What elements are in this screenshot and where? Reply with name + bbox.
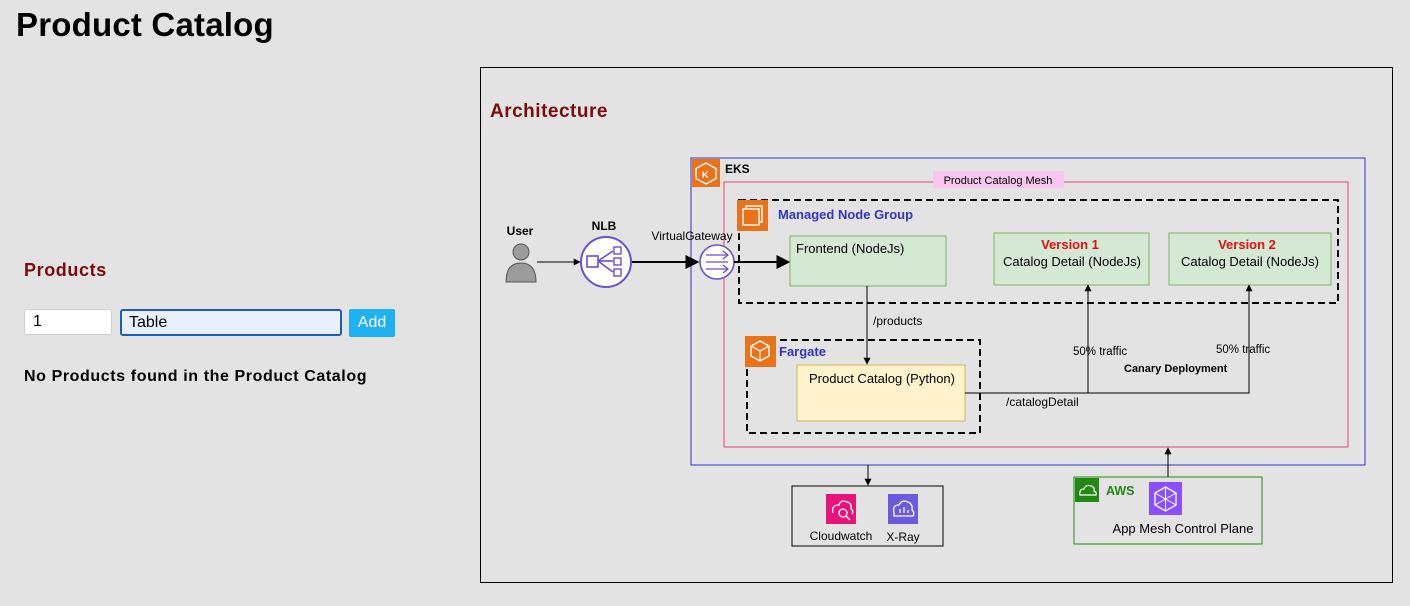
quantity-input[interactable] bbox=[24, 309, 112, 335]
frontend-label: Frontend (NodeJs) bbox=[796, 241, 904, 256]
app-mesh-icon bbox=[1149, 482, 1182, 515]
virtual-gateway-icon bbox=[699, 244, 735, 280]
nlb-label: NLB bbox=[592, 219, 617, 233]
canary-deployment-label: Canary Deployment bbox=[1124, 363, 1228, 375]
frontend-service-box bbox=[789, 235, 947, 287]
nlb-icon bbox=[580, 236, 632, 288]
version1-title: Version 1 bbox=[1041, 237, 1099, 252]
aws-box bbox=[1073, 476, 1263, 545]
eks-label: EKS bbox=[725, 162, 750, 176]
mesh-label: Product Catalog Mesh bbox=[944, 175, 1053, 187]
architecture-panel: Architecture K EKS Product Catalog Mesh … bbox=[480, 67, 1393, 583]
architecture-diagram: Architecture K EKS Product Catalog Mesh … bbox=[490, 101, 1366, 547]
cloudwatch-label: Cloudwatch bbox=[810, 529, 873, 543]
traffic-v2-label: 50% traffic bbox=[1216, 344, 1270, 356]
version2-title: Version 2 bbox=[1218, 237, 1276, 252]
version1-service-label: Catalog Detail (NodeJs) bbox=[1003, 254, 1141, 269]
fargate-box bbox=[746, 339, 981, 434]
aws-cloud-icon bbox=[1075, 478, 1099, 502]
traffic-v1-label: 50% traffic bbox=[1073, 346, 1127, 358]
catalog-detail-route-label: /catalogDetail bbox=[1006, 395, 1079, 409]
page-title: Product Catalog bbox=[16, 6, 274, 43]
product-catalog-service-box bbox=[796, 364, 966, 422]
user-label: User bbox=[507, 224, 534, 238]
products-route-label: /products bbox=[873, 314, 922, 328]
svg-text:K: K bbox=[702, 170, 709, 180]
empty-products-message: No Products found in the Product Catalog bbox=[24, 368, 368, 385]
xray-icon bbox=[888, 494, 918, 524]
products-heading: Products bbox=[24, 260, 107, 280]
virtual-gateway-label: VirtualGateway bbox=[651, 229, 732, 243]
architecture-heading: Architecture bbox=[490, 101, 608, 122]
add-button[interactable]: Add bbox=[349, 309, 395, 337]
cloudwatch-icon bbox=[826, 494, 856, 524]
version2-service-label: Catalog Detail (NodeJs) bbox=[1181, 254, 1319, 269]
version1-service-box bbox=[993, 232, 1150, 286]
fargate-label: Fargate bbox=[779, 344, 826, 359]
app-mesh-label: App Mesh Control Plane bbox=[1113, 521, 1254, 536]
managed-node-group-box bbox=[738, 199, 1339, 304]
fargate-icon bbox=[745, 336, 776, 367]
product-name-input[interactable] bbox=[120, 309, 342, 336]
catalog-detail-route-line bbox=[965, 284, 1253, 394]
eks-icon: K bbox=[692, 159, 720, 187]
product-catalog-service-label: Product Catalog (Python) bbox=[809, 371, 955, 386]
ec2-icon bbox=[737, 200, 768, 231]
managed-node-group-label: Managed Node Group bbox=[778, 207, 913, 222]
version2-service-box bbox=[1168, 232, 1332, 286]
mesh-label-badge bbox=[933, 171, 1064, 188]
user-icon bbox=[505, 243, 537, 283]
eks-cluster-box bbox=[690, 157, 1366, 466]
monitoring-box bbox=[791, 485, 944, 547]
aws-label: AWS bbox=[1106, 484, 1134, 498]
xray-label: X-Ray bbox=[886, 530, 919, 544]
